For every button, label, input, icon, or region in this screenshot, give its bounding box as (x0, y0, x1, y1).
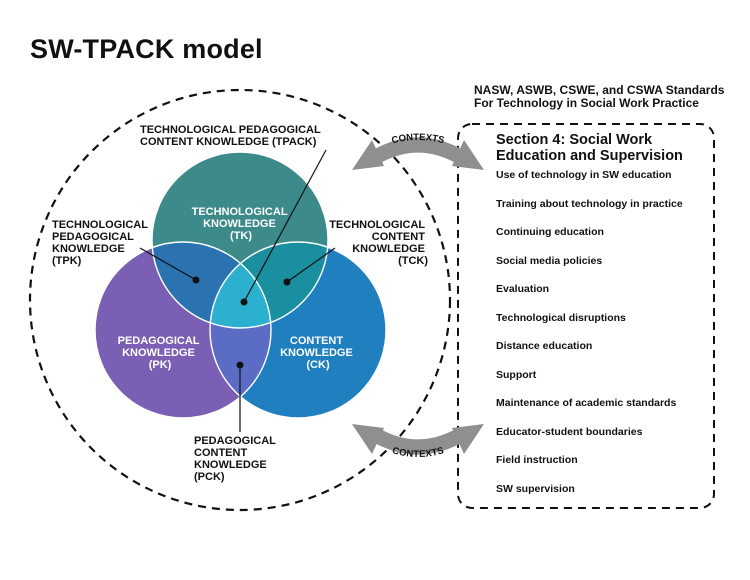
svg-text:CONTEXTS: CONTEXTS (391, 445, 445, 460)
list-item: Continuing education (496, 226, 604, 238)
pck-label: PEDAGOGICAL CONTENT KNOWLEDGE (PCK) (194, 435, 279, 483)
standards-list: Use of technology in SW education Traini… (496, 166, 683, 508)
pk-label: PEDAGOGICAL KNOWLEDGE (PK) (118, 335, 203, 371)
list-item: Field instruction (496, 454, 578, 466)
tpk-label: TECHNOLOGICAL PEDAGOGICAL KNOWLEDGE (TPK… (52, 219, 151, 267)
standards-panel (457, 123, 715, 509)
contexts-arrow-bottom: CONTEXTS (352, 424, 484, 460)
tpack-overlap (210, 242, 271, 328)
contexts-arrow-top: CONTEXTS (352, 132, 484, 170)
list-item: Educator-student boundaries (496, 425, 643, 438)
list-item: Maintenance of academic standards (496, 397, 677, 409)
standards-header: NASW, ASWB, CSWE, and CSWA Standards For… (474, 83, 725, 110)
list-item: Training about technology in practice (496, 197, 683, 210)
list-item: Technological disruptions (496, 311, 626, 324)
list-item: Use of technology in SW education (496, 169, 672, 181)
list-item: Social media policies (496, 254, 603, 267)
list-item: Distance education (496, 340, 593, 352)
list-item: SW supervision (496, 482, 575, 495)
svg-text:CONTEXTS: CONTEXTS (391, 132, 446, 146)
tck-label: TECHNOLOGICAL CONTENT KNOWLEDGE (TCK) (329, 219, 428, 267)
context-outer-circle (28, 88, 452, 512)
list-item: Evaluation (496, 283, 550, 295)
panel-title: Section 4: Social Work Education and Sup… (496, 132, 683, 164)
list-item: Support (496, 368, 537, 381)
tpack-label: TECHNOLOGICAL PEDAGOGICAL CONTENT KNOWLE… (140, 124, 324, 148)
ck-label: CONTENT KNOWLEDGE (CK) (280, 335, 356, 371)
tk-label: TECHNOLOGICAL KNOWLEDGE (TK) (192, 206, 291, 242)
page-title: SW-TPACK model (30, 34, 263, 64)
